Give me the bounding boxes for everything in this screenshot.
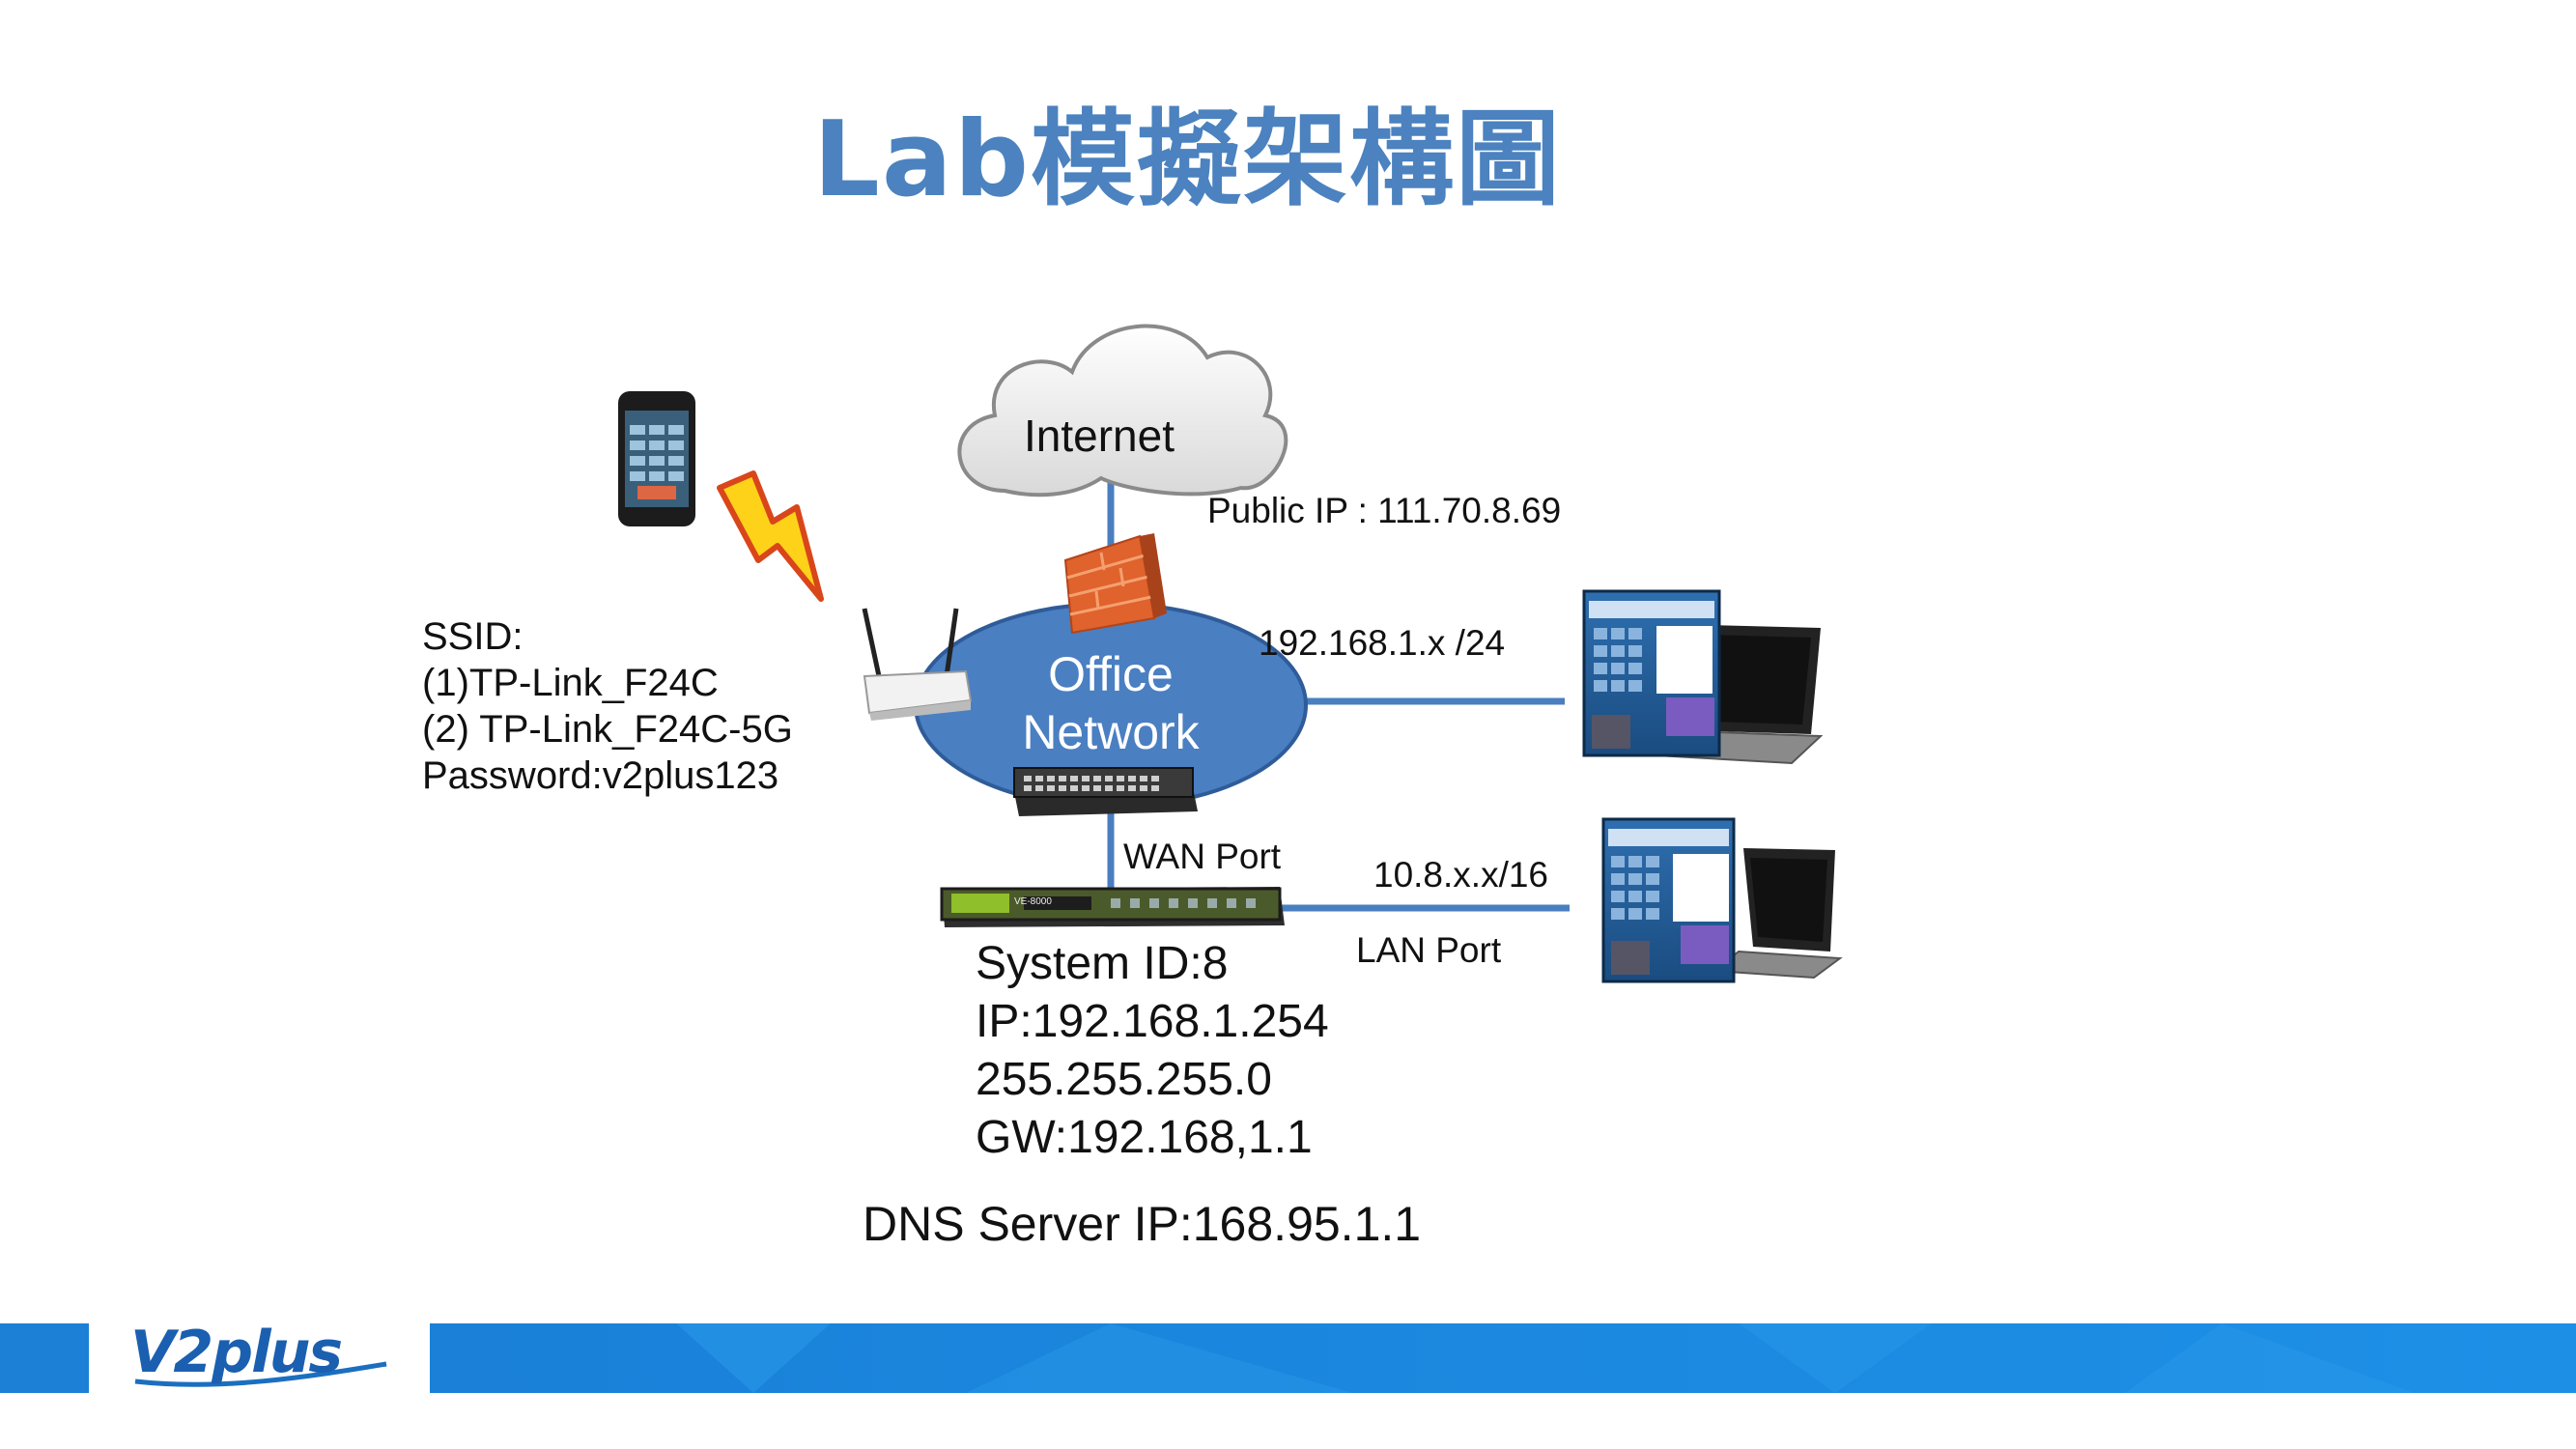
device-model-label: VE-8000 <box>1014 896 1052 907</box>
system-id: System ID:8 <box>976 938 1229 989</box>
connection-lines <box>1107 483 1570 912</box>
wifi-router-icon <box>862 608 973 721</box>
app-window-1 <box>1582 589 1721 757</box>
office-network-label: Office Network <box>976 645 1246 761</box>
laptop-icon-2 <box>1712 848 1843 980</box>
switch-icon <box>1013 767 1198 816</box>
wifi-password: Password:v2plus123 <box>422 754 779 797</box>
firewall-icon <box>1063 533 1167 635</box>
subnet-office-label: 192.168.1.x /24 <box>1259 623 1506 663</box>
v2plus-logo: V2plus <box>130 1319 343 1386</box>
footer-band <box>0 1323 2576 1393</box>
ssid-line-1: (1)TP-Link_F24C <box>422 662 719 704</box>
ssid-header: SSID: <box>422 615 524 658</box>
system-info-block: System ID:8 IP:192.168.1.254 255.255.255… <box>976 935 1329 1167</box>
dns-server-label: DNS Server IP:168.95.1.1 <box>863 1197 1422 1251</box>
subnet-lan-label: 10.8.x.x/16 <box>1373 855 1549 895</box>
public-ip-label: Public IP : 111.70.8.69 <box>1207 491 1562 530</box>
ssid-block: SSID: (1)TP-Link_F24C (2) TP-Link_F24C-5… <box>422 613 793 799</box>
lan-port-label: LAN Port <box>1356 930 1502 970</box>
wan-port-label: WAN Port <box>1123 837 1282 876</box>
v2plus-logo-swoosh <box>134 1361 387 1387</box>
page-title: Lab模擬架構圖 <box>813 99 1563 220</box>
internet-cloud <box>957 324 1288 497</box>
smartphone-icon <box>618 391 695 526</box>
app-window-2 <box>1601 817 1736 983</box>
office-network-line2: Network <box>1022 705 1200 759</box>
office-network-line1: Office <box>1048 647 1174 701</box>
system-ip: IP:192.168.1.254 <box>976 996 1329 1047</box>
ssid-line-2: (2) TP-Link_F24C-5G <box>422 708 793 751</box>
system-gateway: GW:192.168,1.1 <box>976 1112 1313 1163</box>
v2plus-device-icon <box>940 887 1285 927</box>
system-mask: 255.255.255.0 <box>976 1054 1272 1105</box>
lightning-icon <box>717 470 824 602</box>
internet-label: Internet <box>1024 411 1175 461</box>
